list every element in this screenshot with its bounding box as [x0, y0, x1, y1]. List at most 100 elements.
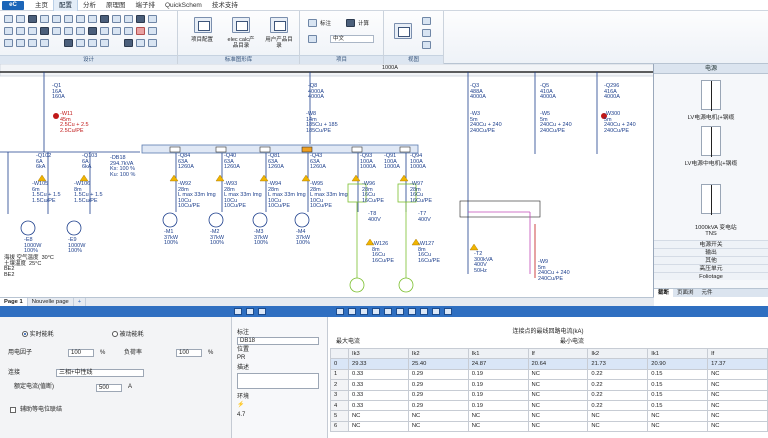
tag-input[interactable]: DB18: [237, 337, 319, 345]
symbol-icon[interactable]: [148, 39, 157, 47]
column-header[interactable]: Ik3: [348, 347, 409, 360]
factor-input[interactable]: 100: [68, 349, 94, 357]
tool-icon[interactable]: [420, 308, 428, 315]
table-row[interactable]: 0 29.33 25.40 24.87 20.64 21.73 20.90 17…: [330, 358, 768, 370]
palette-row-output[interactable]: 输出: [654, 248, 768, 256]
symbol-icon[interactable]: [136, 15, 145, 23]
connect-select[interactable]: 三相+中性线: [56, 369, 144, 377]
calculate-icon[interactable]: [346, 19, 355, 27]
symbol-icon[interactable]: [76, 39, 85, 47]
catalog-icon[interactable]: [232, 17, 250, 33]
description-input[interactable]: [237, 373, 319, 389]
palette-item-substation[interactable]: 1000kVA 变电站 TNS: [662, 172, 760, 243]
table-row[interactable]: 1 0.33 0.29 0.19 NC 0.22 0.15 NC: [330, 368, 768, 381]
symbol-icon[interactable]: [76, 15, 85, 23]
symbol-icon[interactable]: [100, 39, 109, 47]
symbol-icon[interactable]: [136, 39, 145, 47]
palette-row-foliotage[interactable]: Foliotage: [654, 272, 768, 280]
tab-new-page[interactable]: Nouvelle page: [28, 298, 74, 306]
symbol-icon[interactable]: [16, 27, 25, 35]
symbol-icon[interactable]: [4, 39, 13, 47]
column-header[interactable]: Ik2: [587, 347, 649, 360]
tool-icon[interactable]: [396, 308, 404, 315]
symbol-icon[interactable]: [52, 27, 61, 35]
symbol-icon[interactable]: [76, 27, 85, 35]
tool-icon[interactable]: [444, 308, 452, 315]
symbol-icon[interactable]: [112, 27, 121, 35]
schematic-canvas[interactable]: -Q8 4000A 4000A -Q3 488A 4000A -Q5 410A …: [0, 64, 654, 297]
user-catalog-button[interactable]: 用户产品目 录: [265, 37, 293, 49]
rated-input[interactable]: 500: [96, 384, 122, 392]
symbol-icon[interactable]: [88, 15, 97, 23]
palette-tab-cut[interactable]: 截断: [654, 289, 674, 297]
palette-row-switch[interactable]: 电源开关: [654, 240, 768, 248]
symbol-icon[interactable]: [28, 15, 37, 23]
palette-row-other[interactable]: 其他: [654, 256, 768, 264]
view-icon[interactable]: [422, 41, 431, 49]
calculate-button[interactable]: 计算: [358, 21, 370, 27]
menu-support[interactable]: 技术支持: [211, 1, 238, 9]
radio-button[interactable]: [112, 331, 118, 338]
tool-icon[interactable]: [246, 308, 254, 315]
palette-tab-components[interactable]: 元件: [701, 290, 713, 296]
radio-button[interactable]: [22, 331, 28, 338]
symbol-icon[interactable]: [124, 15, 133, 23]
radio-real-consumption[interactable]: 实时能耗: [22, 331, 54, 339]
column-header[interactable]: If: [707, 347, 768, 360]
symbol-icon[interactable]: [124, 39, 133, 47]
symbol-icon[interactable]: [148, 15, 157, 23]
symbol-icon[interactable]: [28, 39, 37, 47]
symbol-icon[interactable]: [16, 15, 25, 23]
symbol-icon[interactable]: [136, 27, 145, 35]
tool-icon[interactable]: [372, 308, 380, 315]
load-input[interactable]: 100: [176, 349, 202, 357]
symbol-icon[interactable]: [40, 39, 49, 47]
palette-tab-pages[interactable]: 页面浏: [677, 290, 694, 296]
symbol-icon[interactable]: [4, 15, 13, 23]
symbol-icon[interactable]: [4, 27, 13, 35]
tool-icon[interactable]: [408, 308, 416, 315]
language-select[interactable]: 中文: [330, 35, 374, 43]
column-header[interactable]: Ik1: [647, 347, 709, 360]
symbol-icon[interactable]: [100, 27, 109, 35]
table-row[interactable]: 3 0.33 0.29 0.19 NC 0.22 0.15 NC: [330, 389, 768, 401]
symbol-icon[interactable]: [28, 27, 37, 35]
menu-home[interactable]: 主页: [35, 1, 48, 9]
symbol-icon[interactable]: [64, 27, 73, 35]
project-config-icon[interactable]: [194, 17, 212, 33]
bonding-checkbox[interactable]: [10, 407, 16, 413]
palette-row-hv-unit[interactable]: 高压单元: [654, 264, 768, 272]
schematic-svg[interactable]: [0, 64, 654, 297]
annotate-icon[interactable]: [308, 19, 317, 27]
tool-icon[interactable]: [360, 308, 368, 315]
symbol-icon[interactable]: [52, 15, 61, 23]
symbol-icon[interactable]: [88, 39, 97, 47]
project-config-button[interactable]: 项目配置: [190, 37, 213, 43]
view-icon[interactable]: [422, 17, 431, 25]
tool-icon[interactable]: [258, 308, 266, 315]
table-row[interactable]: 2 0.33 0.29 0.19 NC 0.22 0.15 NC: [330, 379, 768, 391]
symbol-icon[interactable]: [16, 39, 25, 47]
user-catalog-icon[interactable]: [270, 17, 288, 33]
tab-page-1[interactable]: Page 1: [0, 298, 28, 306]
menu-config[interactable]: 配置: [53, 0, 78, 11]
annotate-button[interactable]: 标注: [320, 21, 332, 27]
menu-terminal[interactable]: 端子排: [135, 1, 156, 9]
column-header[interactable]: Ik2: [407, 347, 469, 360]
tool-icon[interactable]: [336, 308, 344, 315]
radio-rated-consumption[interactable]: 被动能耗: [112, 331, 144, 339]
symbol-icon[interactable]: [40, 27, 49, 35]
table-row[interactable]: 6 NC NC NC NC NC NC NC: [330, 420, 768, 433]
symbol-icon[interactable]: [112, 15, 121, 23]
table-row[interactable]: 5 NC NC NC NC NC NC NC: [330, 410, 768, 422]
tool-icon[interactable]: [234, 308, 242, 315]
symbol-icon[interactable]: [100, 15, 109, 23]
symbol-icon[interactable]: [88, 27, 97, 35]
palette-item-lv-mid-source[interactable]: LV电源中电机(+钢缆: [662, 126, 760, 167]
tool-icon[interactable]: [432, 308, 440, 315]
symbol-icon[interactable]: [124, 27, 133, 35]
add-page-button[interactable]: +: [74, 298, 87, 306]
menu-schematic[interactable]: 原理图: [106, 1, 126, 9]
tool-icon[interactable]: [348, 308, 356, 315]
column-header[interactable]: If: [527, 347, 589, 360]
